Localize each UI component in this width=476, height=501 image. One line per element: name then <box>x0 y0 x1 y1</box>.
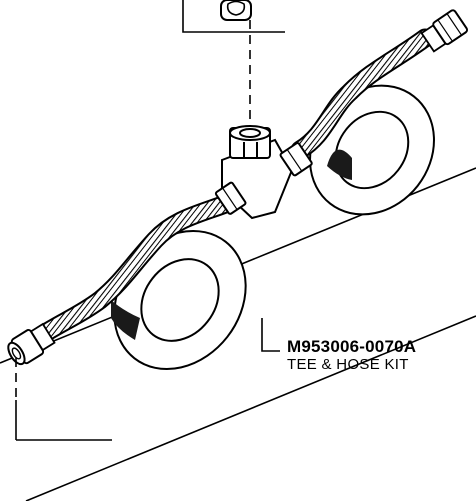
part-description-label: TEE & HOSE KIT <box>287 356 409 373</box>
callout-leader <box>261 318 280 352</box>
left-hose <box>7 188 250 371</box>
left-leader <box>15 358 112 441</box>
part-number-label: M953006-0070A <box>287 337 417 356</box>
upper-fitting-box <box>182 0 285 33</box>
right-hose <box>290 9 469 216</box>
tee-fitting <box>214 125 313 220</box>
wall-surface <box>0 167 476 501</box>
